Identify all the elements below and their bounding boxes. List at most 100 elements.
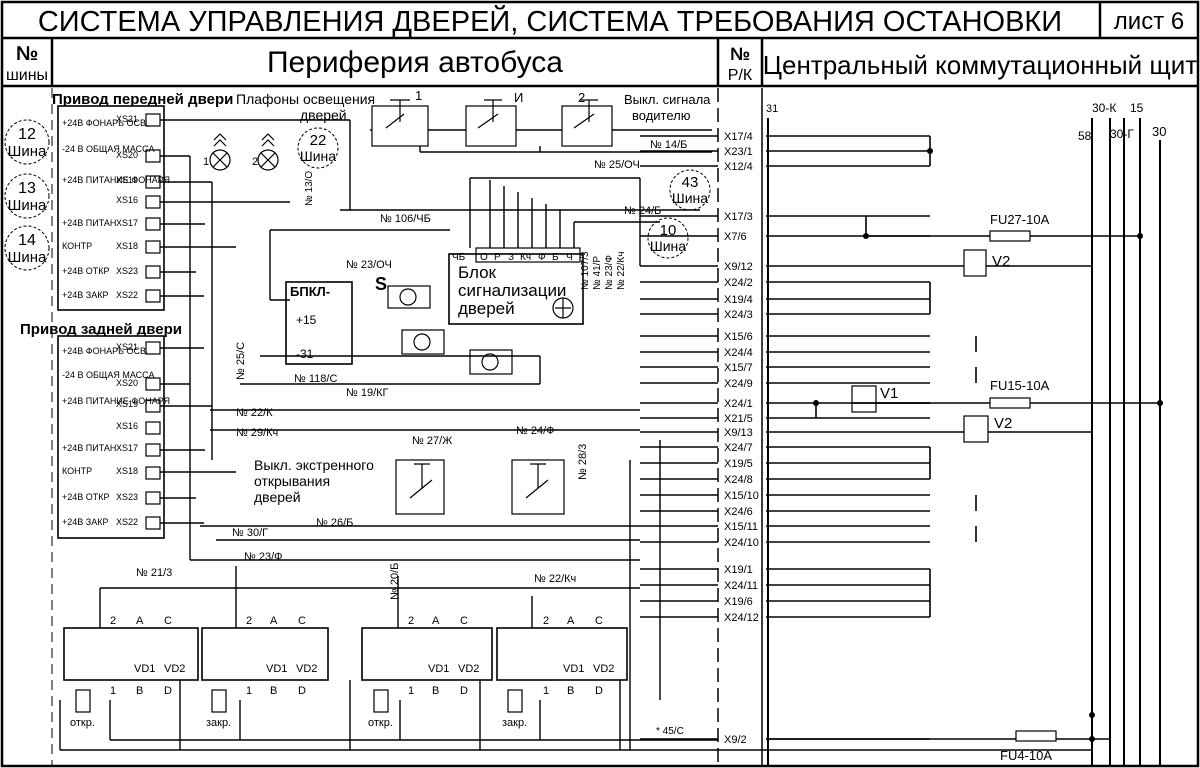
sheet-number: лист 6 xyxy=(1114,8,1184,35)
fuse-fu4: FU4-10A xyxy=(1000,730,1057,763)
diode-v2-bottom: V2 xyxy=(963,415,1012,443)
svg-text:30-К: 30-К xyxy=(1092,101,1116,115)
svg-text:XS18: XS18 xyxy=(116,241,138,251)
svg-text:B: B xyxy=(432,685,439,697)
rear-drive-sockets xyxy=(145,341,161,530)
svg-text:Шина: Шина xyxy=(8,197,47,214)
svg-text:откр.: откр. xyxy=(368,717,393,729)
connector-X7-6: X7/6 xyxy=(724,231,747,243)
bus-22: 22 Шина xyxy=(297,127,339,169)
central-bus-lines xyxy=(767,118,1161,766)
svg-text:A: A xyxy=(270,615,278,627)
svg-text:VD1: VD1 xyxy=(563,663,584,675)
emergency-label: Выкл. экстренного xyxy=(254,457,374,473)
front-drive-title: Привод передней двери xyxy=(52,91,233,108)
bpkl-minus31: -31 xyxy=(296,347,314,361)
connector-X15-6: X15/6 xyxy=(724,331,753,343)
bpkl-label: БПКЛ- xyxy=(290,284,330,299)
svg-text:31: 31 xyxy=(766,103,778,115)
svg-text:B: B xyxy=(136,685,143,697)
relay-buttons: откр. закр. откр. закр. xyxy=(70,689,527,729)
svg-text:КОНТР: КОНТР xyxy=(62,241,92,251)
buzzer-icon xyxy=(552,297,574,319)
door-signal-block xyxy=(448,253,584,325)
svg-text:Шина: Шина xyxy=(8,143,47,160)
svg-text:Кч: Кч xyxy=(520,252,531,263)
connector-X17-3: X17/3 xyxy=(724,211,753,223)
svg-text:№ 25/ОЧ: № 25/ОЧ xyxy=(594,159,640,171)
svg-text:Б: Б xyxy=(552,252,559,263)
svg-text:1: 1 xyxy=(246,685,252,697)
junction-dot xyxy=(1157,400,1163,406)
connector-X9-12: X9/12 xyxy=(724,261,753,273)
connector-X12-4: X12/4 xyxy=(724,161,753,173)
connector-X24-4: X24/4 xyxy=(724,347,753,359)
svg-text:Шина: Шина xyxy=(300,148,336,164)
junction-dot xyxy=(813,400,819,406)
rk-label: Р/К xyxy=(728,67,753,84)
svg-text:XS20: XS20 xyxy=(116,150,138,160)
svg-text:FU27-10A: FU27-10A xyxy=(990,212,1050,227)
svg-text:B: B xyxy=(270,685,277,697)
svg-text:13: 13 xyxy=(18,180,36,197)
switch-2-label: 2 xyxy=(578,90,585,105)
svg-text:30-Г: 30-Г xyxy=(1110,127,1134,141)
svg-text:D: D xyxy=(164,685,172,697)
svg-text:XS19: XS19 xyxy=(116,175,138,185)
svg-text:1: 1 xyxy=(543,685,549,697)
connector-X17-4: X17/4 xyxy=(724,131,753,143)
svg-text:D: D xyxy=(460,685,468,697)
svg-text:1: 1 xyxy=(110,685,116,697)
svg-text:C: C xyxy=(298,615,306,627)
svg-text:VD1: VD1 xyxy=(428,663,449,675)
connector-X24-1: X24/1 xyxy=(724,398,753,410)
svg-text:закр.: закр. xyxy=(206,717,231,729)
svg-text:№ 23/Ф: № 23/Ф xyxy=(604,255,615,290)
svg-text:D: D xyxy=(298,685,306,697)
svg-text:2: 2 xyxy=(408,615,414,627)
junction-dot xyxy=(927,148,933,154)
svg-text:V1: V1 xyxy=(880,385,898,402)
svg-text:№ 28/3: № 28/3 xyxy=(577,444,589,480)
svg-text:58: 58 xyxy=(1078,129,1092,143)
svg-text:15: 15 xyxy=(1130,101,1144,115)
connector-X24-3: X24/3 xyxy=(724,309,753,321)
connector-X24-7: X24/7 xyxy=(724,442,753,454)
svg-text:FU15-10A: FU15-10A xyxy=(990,378,1050,393)
svg-text:О: О xyxy=(480,252,488,263)
switch-2 xyxy=(561,99,613,147)
svg-text:VD2: VD2 xyxy=(593,663,614,675)
svg-text:FU4-10A: FU4-10A xyxy=(1000,748,1052,763)
svg-text:XS18: XS18 xyxy=(116,466,138,476)
block-pins: ЧБ О Р З Кч Ф Б Ч xyxy=(452,247,581,263)
svg-text:+24В ФОНАРЬ ОСВ.: +24В ФОНАРЬ ОСВ. xyxy=(62,346,149,356)
svg-text:XS17: XS17 xyxy=(116,218,138,228)
svg-text:+24В ПИТАНИЕ ФОНАРЯ: +24В ПИТАНИЕ ФОНАРЯ xyxy=(62,396,170,406)
driver-switch-label2: водителю xyxy=(632,108,691,123)
connector-X23-1: X23/1 xyxy=(724,146,753,158)
connector-X19-5: X19/5 xyxy=(724,458,753,470)
svg-text:XS17: XS17 xyxy=(116,443,138,453)
connector-X9-2: X9/2 xyxy=(724,734,747,746)
svg-text:Ф: Ф xyxy=(538,252,546,263)
svg-text:Шина: Шина xyxy=(650,238,686,254)
svg-text:22: 22 xyxy=(310,132,327,149)
svg-text:№ 13/О: № 13/О xyxy=(304,171,315,206)
svg-text:№ 41/Р: № 41/Р xyxy=(592,256,603,290)
bus-no-label: № xyxy=(16,43,38,65)
relay-labels: 2 A C VD1 VD2 1 B D 2 A C VD1 VD2 1 B D … xyxy=(110,615,614,697)
svg-text:XS20: XS20 xyxy=(116,378,138,388)
svg-text:№ 22/Кч: № 22/Кч xyxy=(534,573,576,585)
connector-X15-7: X15/7 xyxy=(724,362,753,374)
svg-text:2: 2 xyxy=(252,156,258,168)
bus-14: 14 Шина xyxy=(4,225,50,271)
diode-v1: V1 xyxy=(851,385,898,413)
svg-text:№ 107/3: № 107/3 xyxy=(580,251,591,290)
emergency-label3: дверей xyxy=(254,489,301,505)
switch-1 xyxy=(371,99,429,147)
svg-text:+24В ПИТАН: +24В ПИТАН xyxy=(62,218,116,228)
s-label: S xyxy=(375,274,387,294)
svg-text:№ 30/Г: № 30/Г xyxy=(232,527,268,539)
svg-text:+24В ФОНАРЬ ОСВ.: +24В ФОНАРЬ ОСВ. xyxy=(62,118,149,128)
svg-text:Шина: Шина xyxy=(8,249,47,266)
